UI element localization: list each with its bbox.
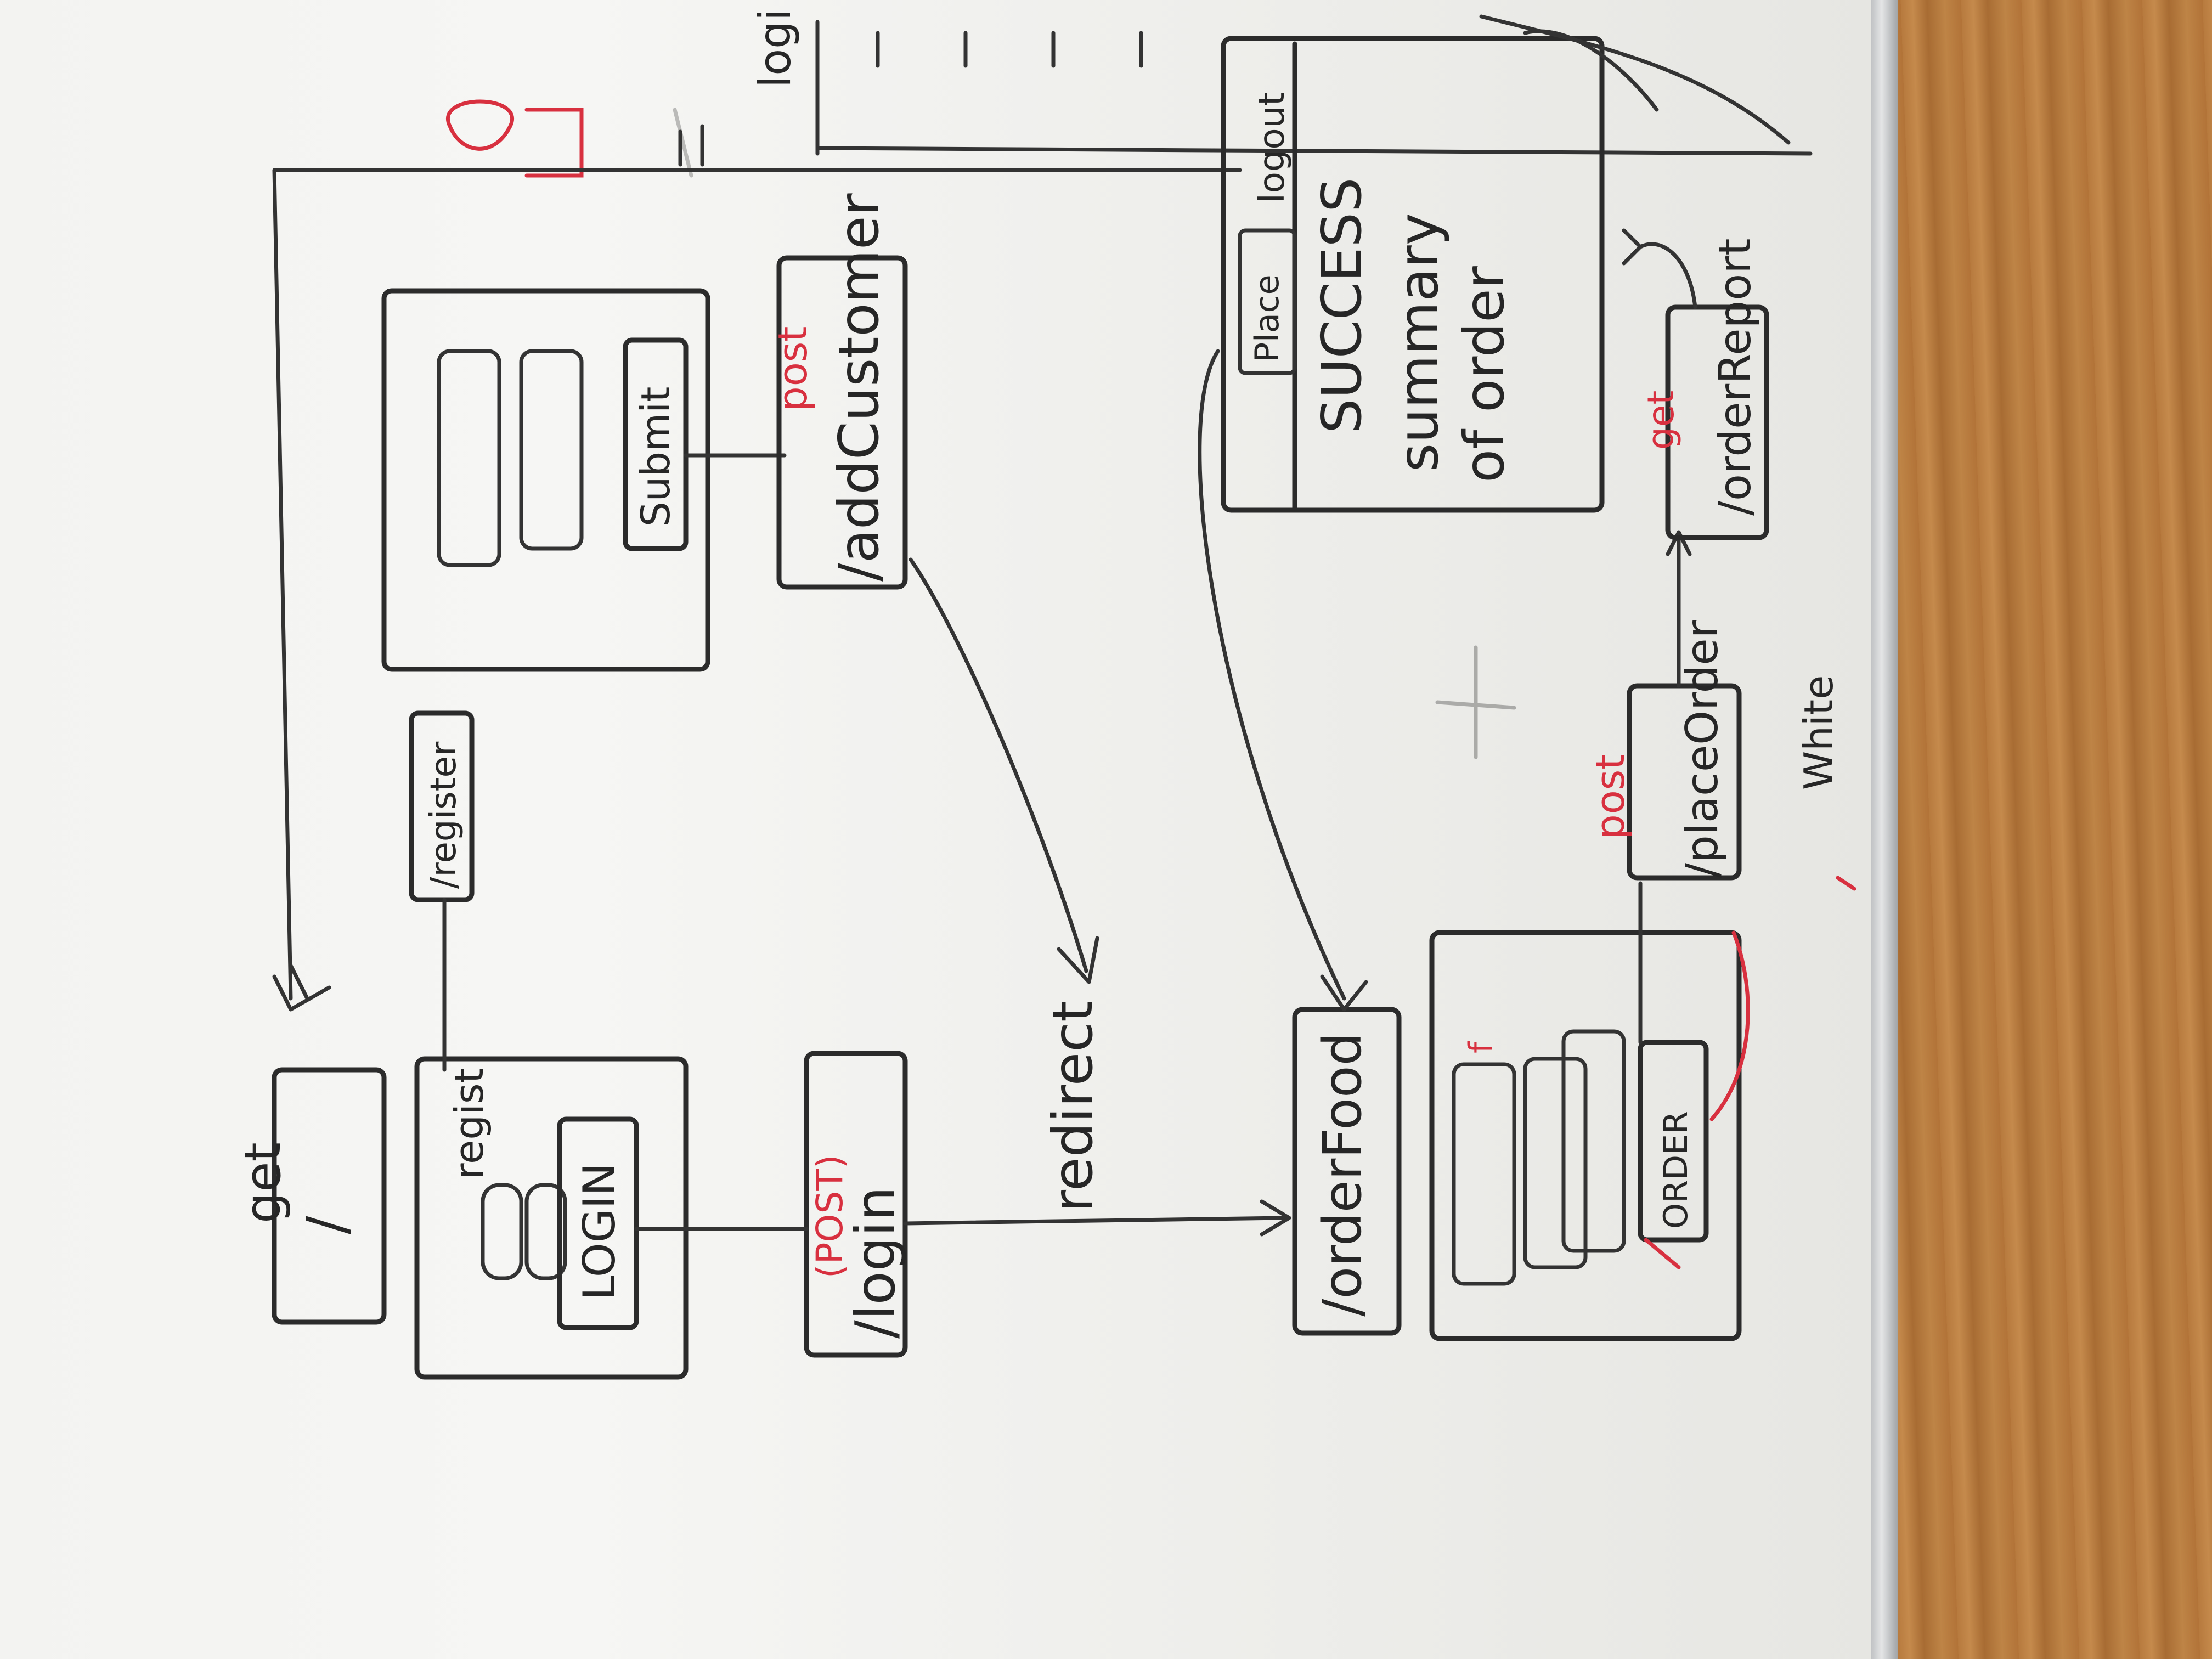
success-page-box: Place logout SUCCESS summary of order: [1221, 14, 1791, 513]
success-line-2: of order: [1452, 266, 1516, 483]
whiteboard-surface: [0, 0, 1893, 1659]
whiteboard-frame: [1871, 0, 1898, 1659]
place-order-route-box: post /placeOrder: [1587, 530, 1742, 881]
redirect-label: redirect: [1041, 1001, 1105, 1212]
submit-button-text: Submit: [633, 387, 679, 527]
register-link-text: regist: [446, 1068, 492, 1180]
erased-marks: [673, 108, 1516, 759]
white-note: White: [1796, 675, 1857, 891]
login-button: [557, 1116, 639, 1330]
order-button: [1638, 1040, 1709, 1243]
place-tab-text: Place: [1248, 274, 1286, 362]
wooden-wall: [1898, 0, 2212, 1659]
add-customer-route-box: post /addCustomer: [770, 193, 908, 590]
root-route-box: get /: [234, 1067, 387, 1325]
white-label: White: [1796, 675, 1842, 790]
root-route-label: /: [295, 1216, 359, 1234]
order-form-mark: f: [1462, 1041, 1500, 1053]
login-route-label: /login: [843, 1187, 907, 1339]
login-page-box: regist LOGIN: [414, 1056, 689, 1380]
add-customer-method: post: [770, 326, 816, 412]
order-report-route: /orderReport: [1709, 239, 1760, 516]
order-button-text: ORDER: [1657, 1111, 1695, 1229]
submit-button: [623, 337, 689, 551]
order-food-route: /orderFood: [1312, 1032, 1373, 1317]
order-food-route-box: /orderFood: [1198, 349, 1402, 1336]
register-route-box: /register: [409, 710, 475, 1072]
order-report-route-box: get /orderReport: [1622, 228, 1769, 540]
order-report-method: get: [1640, 391, 1682, 450]
root-method-label: get: [234, 1142, 292, 1223]
add-customer-route: /addCustomer: [827, 193, 891, 582]
success-line-1: summary: [1386, 213, 1451, 472]
place-order-method: post: [1587, 754, 1633, 840]
register-form-box: Submit: [381, 288, 787, 672]
place-tab: [1238, 228, 1297, 375]
top-login-text: logi: [749, 9, 800, 88]
login-route-method: (POST): [809, 1155, 851, 1278]
redirect-arrow: redirect: [909, 557, 1105, 1212]
place-order-route: /placeOrder: [1677, 620, 1728, 878]
register-route-label: /register: [424, 741, 464, 889]
loop-arrow-to-root: [272, 168, 1242, 1012]
order-form-box: f ORDER: [1429, 881, 1750, 1341]
logout-tab-text: logout: [1252, 92, 1293, 203]
success-title: SUCCESS: [1310, 178, 1374, 433]
login-route-box: (POST) /login: [634, 1051, 1291, 1358]
login-button-text: LOGIN: [574, 1163, 625, 1300]
top-right-fragments: logi: [446, 9, 1813, 178]
